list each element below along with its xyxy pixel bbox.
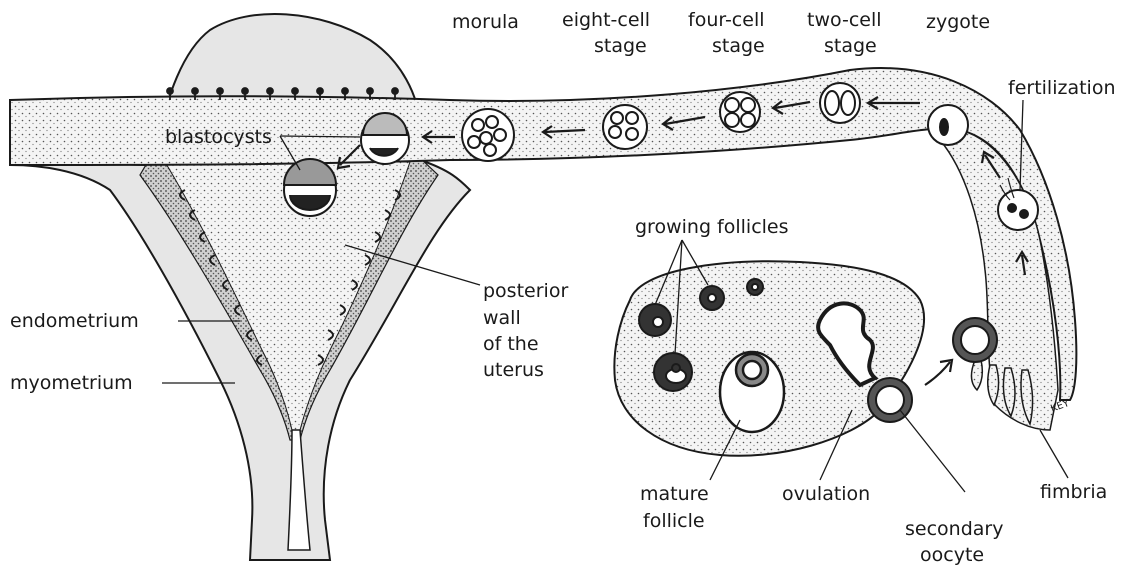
label-posterior-wall-line3: of the (483, 333, 539, 355)
label-morula: morula (452, 11, 519, 33)
label-posterior-wall-line4: uterus (483, 359, 544, 381)
morula-cell (462, 109, 514, 161)
label-secondary-oocyte-line2: oocyte (920, 544, 984, 566)
label-growing-follicles: growing follicles (635, 216, 789, 238)
label-four-cell-line1: four-cell (688, 9, 765, 31)
blastocyst-upper (361, 113, 409, 164)
label-posterior-wall-line1: posterior (483, 280, 568, 302)
eight-cell-embryo (603, 105, 647, 149)
label-ovulation: ovulation (782, 483, 870, 505)
label-blastocysts: blastocysts (165, 126, 272, 148)
zygote-cell (928, 105, 968, 145)
label-eight-cell-line2: stage (594, 35, 647, 57)
label-myometrium: myometrium (10, 372, 133, 394)
label-mature-follicle-line2: follicle (643, 510, 705, 532)
label-fertilization: fertilization (1008, 77, 1116, 99)
blastocyst-implanting (284, 159, 336, 216)
label-two-cell-line2: stage (824, 35, 877, 57)
label-eight-cell-line1: eight-cell (562, 9, 650, 31)
label-four-cell-line2: stage (712, 35, 765, 57)
ovary (614, 261, 997, 456)
label-two-cell-line1: two-cell (807, 9, 882, 31)
label-posterior-wall-line2: wall (483, 307, 521, 329)
mature-follicle-shape (720, 352, 784, 432)
two-cell-embryo (820, 83, 860, 123)
label-mature-follicle-line1: mature (640, 483, 709, 505)
four-cell-embryo (720, 92, 760, 132)
label-fimbria: fimbria (1040, 481, 1107, 503)
released-oocyte (868, 378, 912, 422)
label-zygote: zygote (926, 11, 990, 33)
oocyte-in-tube (953, 318, 997, 362)
label-endometrium: endometrium (10, 310, 139, 332)
label-secondary-oocyte-line1: secondary (905, 518, 1003, 540)
